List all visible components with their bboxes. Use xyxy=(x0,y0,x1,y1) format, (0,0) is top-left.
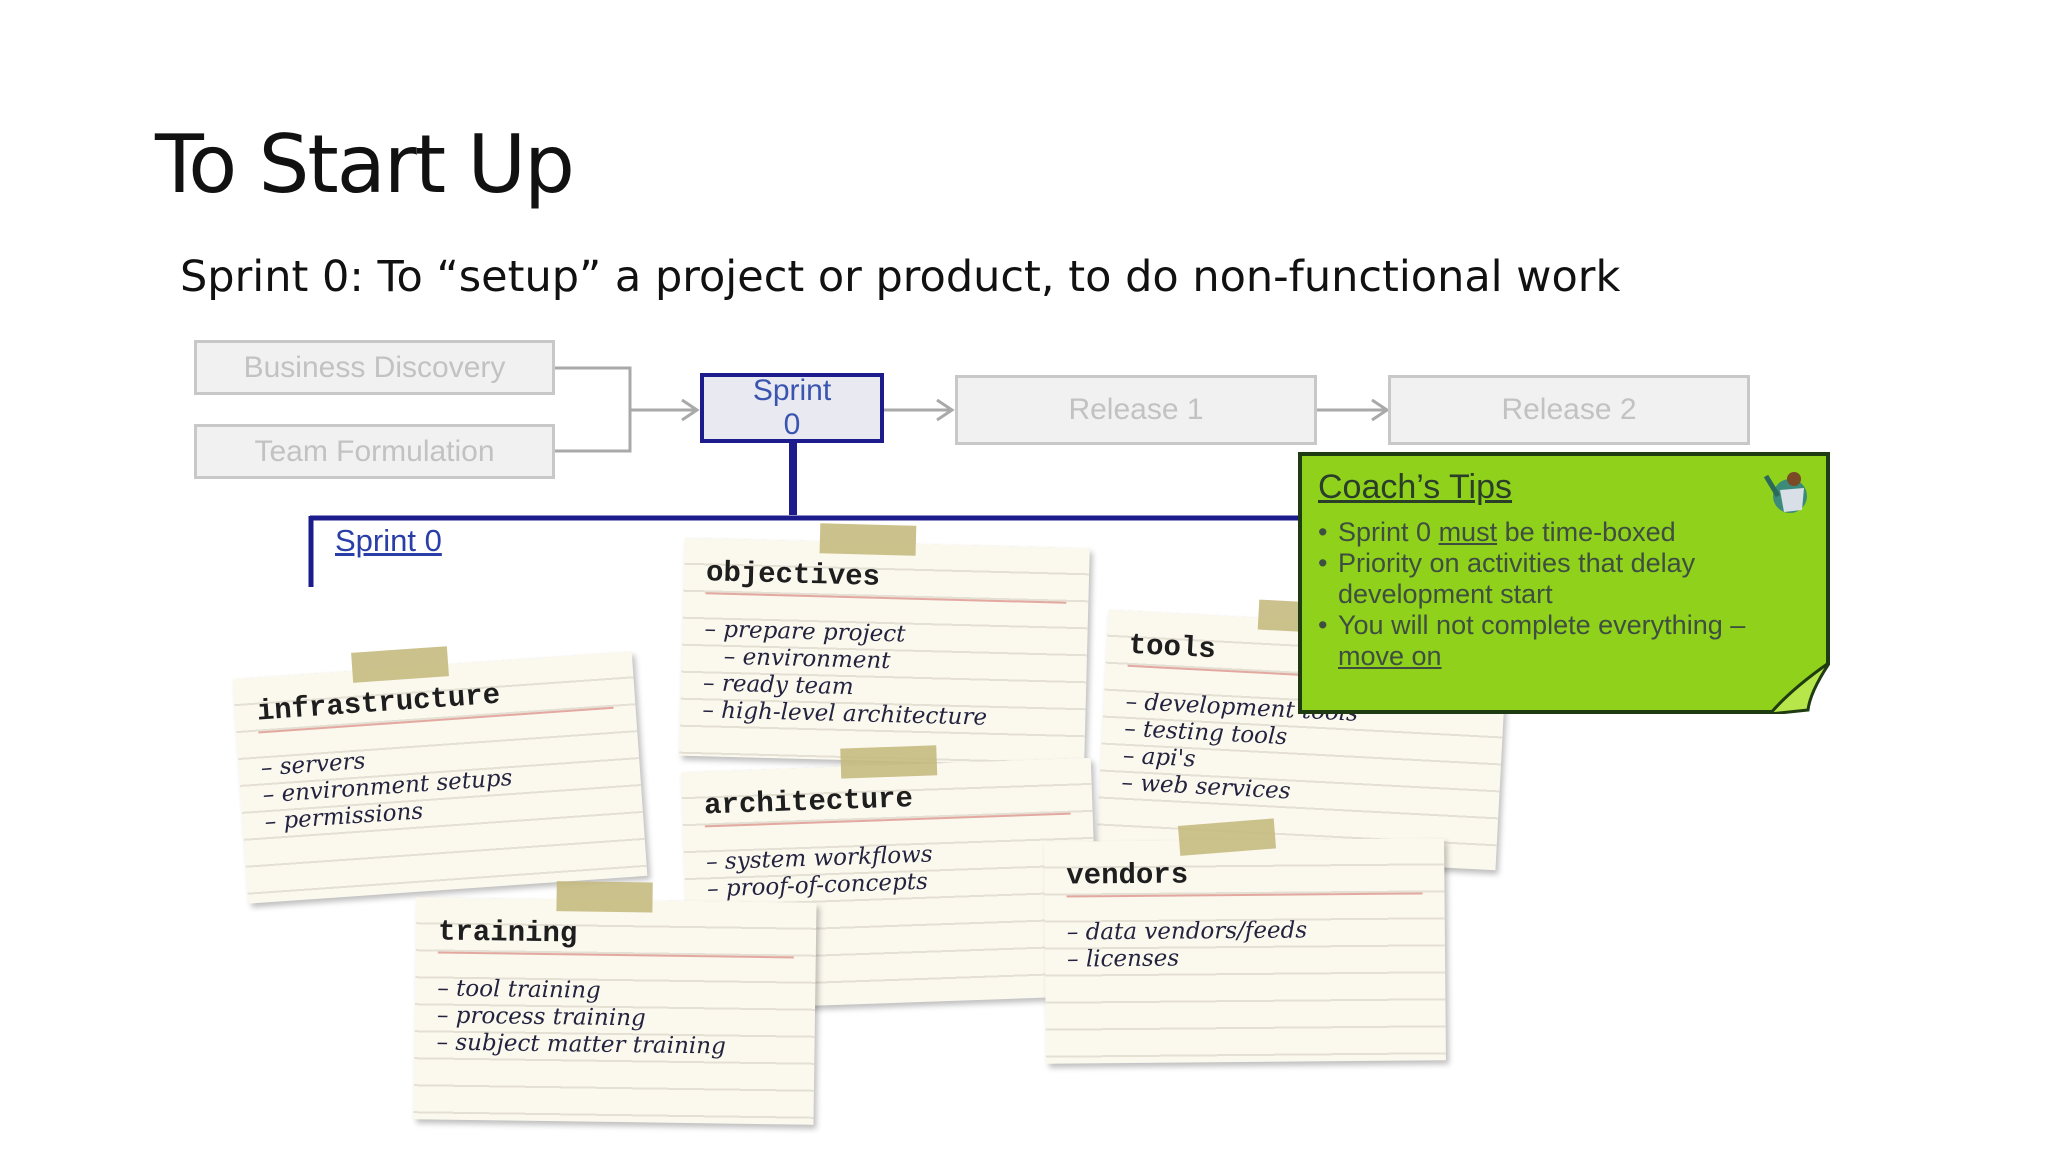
note-vendors: vendors data vendors/feeds licenses xyxy=(1044,818,1446,1064)
coach-person-icon xyxy=(1763,472,1807,513)
note-tape xyxy=(1177,818,1277,856)
tip1-emphasis: must xyxy=(1438,517,1498,547)
coach-tips-box: Coach’s Tips Sprint 0 must be time-boxed… xyxy=(1298,452,1830,714)
note-vendors-title: vendors xyxy=(1066,856,1423,898)
list-item: data vendors/feeds xyxy=(1067,916,1423,946)
arrowhead-sprint xyxy=(681,398,700,422)
sprint0-label: Sprint 0 xyxy=(335,523,442,558)
note-objectives: objectives prepare project environment r… xyxy=(679,523,1090,767)
note-tape xyxy=(556,881,653,913)
note-tape xyxy=(819,523,917,556)
note-training-title: training xyxy=(437,915,795,959)
coach-tip-2: Priority on activities that delay develo… xyxy=(1318,548,1810,610)
tip3-emphasis: move on xyxy=(1338,641,1442,671)
bracket-connector xyxy=(555,366,632,453)
slide-title: To Start Up xyxy=(155,118,575,211)
note-infrastructure-title: infrastructure xyxy=(255,670,614,734)
release-1-box: Release 1 xyxy=(955,375,1317,445)
arrowhead-release1 xyxy=(936,398,955,422)
tip3-prefix: You will not complete everything – xyxy=(1338,610,1746,640)
note-tape xyxy=(840,745,938,779)
release-2-box: Release 2 xyxy=(1388,375,1750,445)
note-infrastructure: infrastructure servers environment setup… xyxy=(232,646,648,904)
note-architecture-title: architecture xyxy=(703,776,1071,828)
coach-tips-title: Coach’s Tips xyxy=(1318,468,1513,506)
team-formulation-box: Team Formulation xyxy=(194,424,555,479)
note-objectives-title: objectives xyxy=(705,556,1068,604)
tip1-suffix: be time-boxed xyxy=(1497,517,1676,547)
sprint-0-box: Sprint 0 xyxy=(700,373,884,443)
list-item: subject matter training xyxy=(436,1030,792,1062)
sprint-box-line1: Sprint xyxy=(752,374,832,407)
slide-subtitle: Sprint 0: To “setup” a project or produc… xyxy=(180,252,1621,302)
arrowhead-release2 xyxy=(1371,398,1390,422)
coach-tip-3: You will not complete everything – move … xyxy=(1318,610,1810,672)
flow-connectors xyxy=(308,366,1390,587)
note-tape xyxy=(351,646,449,683)
business-discovery-box: Business Discovery xyxy=(194,340,555,395)
list-item: licenses xyxy=(1067,943,1423,973)
tip1-prefix: Sprint 0 xyxy=(1338,517,1439,547)
sprint0-diagram: Business Discovery Team Formulation Spri… xyxy=(190,335,1840,1145)
note-training: training tool training process training … xyxy=(413,881,817,1125)
page-curl-icon xyxy=(1770,662,1830,714)
coach-tip-1: Sprint 0 must be time-boxed xyxy=(1318,517,1810,548)
sprint-box-line2: 0 xyxy=(783,408,801,441)
